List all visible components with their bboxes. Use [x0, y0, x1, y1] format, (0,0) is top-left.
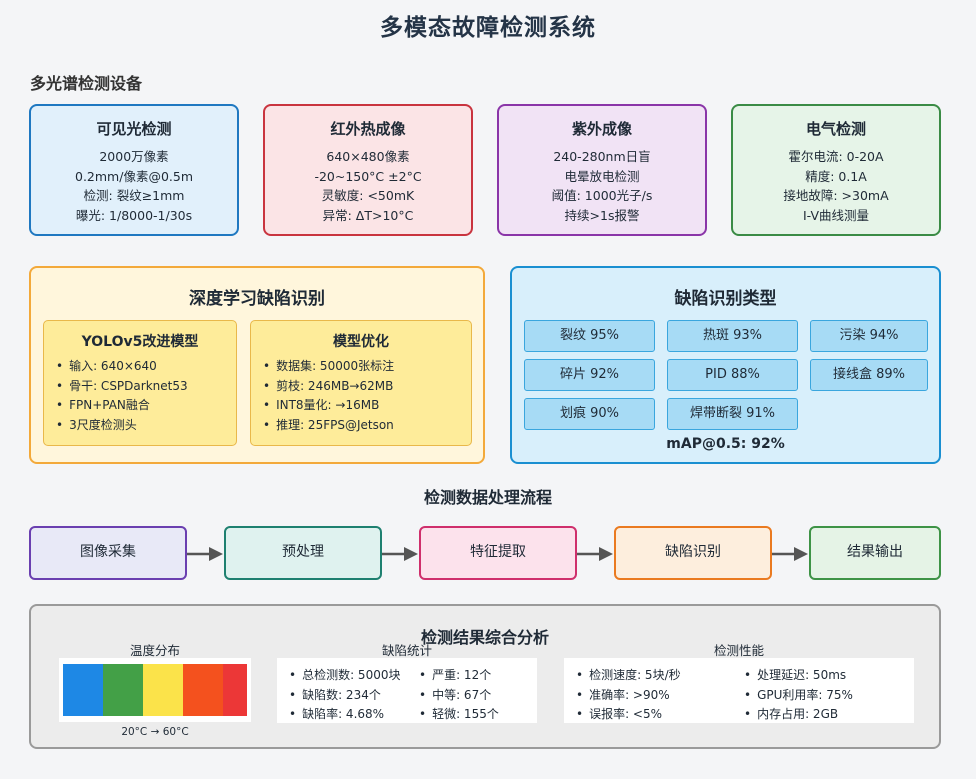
device-spec: I-V曲线测量 [802, 207, 870, 223]
model-item: FPN+PAN融合 [56, 396, 236, 416]
defect-stat: 总检测数: 5000块 [289, 666, 400, 686]
model-title: YOLOv5改进模型 [81, 334, 199, 350]
performance-box: 检测速度: 5块/秒 准确率: >90% 误报率: <5% 处理延迟: 50ms… [564, 658, 914, 723]
device-spec: 持续>1s报警 [564, 207, 640, 223]
defect-chip: 污染 94% [810, 320, 928, 352]
performance-stat: 检测速度: 5块/秒 [576, 666, 681, 686]
deep-learning-panel: 深度学习缺陷识别 YOLOv5改进模型 输入: 640×640 骨干: CSPD… [29, 266, 485, 464]
device-card-visible: 可见光检测 2000万像素 0.2mm/像素@0.5m 检测: 裂纹≥1mm 曝… [29, 104, 239, 236]
device-spec: 2000万像素 [99, 149, 169, 164]
device-title: 红外热成像 [330, 120, 406, 138]
device-spec: 检测: 裂纹≥1mm [83, 188, 185, 203]
temperature-segment [103, 664, 143, 716]
temperature-segment [183, 664, 223, 716]
performance-stat: GPU利用率: 75% [744, 686, 853, 706]
temperature-segment [63, 664, 103, 716]
defect-stats-title: 缺陷统计 [381, 643, 432, 658]
temperature-segment [223, 664, 247, 716]
device-title: 紫外成像 [571, 120, 632, 138]
device-spec: 异常: ΔT>10°C [322, 207, 414, 223]
model-card: YOLOv5改进模型 输入: 640×640 骨干: CSPDarknet53 … [43, 320, 237, 446]
defect-types-panel: 缺陷识别类型 裂纹 95% 热斑 93% 污染 94% 碎片 92% PID 8… [510, 266, 941, 464]
optimization-card: 模型优化 数据集: 50000张标注 剪枝: 246MB→62MB INT8量化… [250, 320, 472, 446]
defect-stat: 严重: 12个 [419, 666, 499, 686]
performance-stat: 误报率: <5% [576, 705, 681, 723]
defect-stat: 缺陷数: 234个 [289, 686, 400, 706]
optimization-item: 剪枝: 246MB→62MB [263, 377, 471, 397]
defect-stats-box: 总检测数: 5000块 缺陷数: 234个 缺陷率: 4.68% 严重: 12个… [277, 658, 537, 723]
flow-arrow-icon [187, 547, 223, 561]
defect-types-title: 缺陷识别类型 [674, 289, 777, 309]
device-title: 可见光检测 [96, 120, 172, 138]
analysis-title: 检测结果综合分析 [420, 628, 549, 647]
temperature-segment [143, 664, 183, 716]
optimization-item: INT8量化: →16MB [263, 396, 471, 416]
temperature-range: 20°C → 60°C [121, 726, 189, 738]
performance-stat: 准确率: >90% [576, 686, 681, 706]
flow-arrow-icon [772, 547, 808, 561]
flow-step-acquisition: 图像采集 [29, 526, 187, 580]
flow-step-feature: 特征提取 [419, 526, 577, 580]
device-spec: 接地故障: >30mA [783, 188, 889, 203]
model-item: 骨干: CSPDarknet53 [56, 377, 236, 397]
defect-stat: 轻微: 155个 [419, 705, 499, 723]
defect-chip: 划痕 90% [524, 398, 655, 430]
device-spec: 曝光: 1/8000-1/30s [75, 207, 193, 223]
device-spec: 精度: 0.1A [805, 168, 867, 184]
optimization-item: 推理: 25FPS@Jetson [263, 416, 471, 436]
performance-title: 检测性能 [713, 643, 764, 658]
optimization-item: 数据集: 50000张标注 [263, 357, 471, 377]
device-title: 电气检测 [805, 120, 866, 138]
device-spec: 电晕放电检测 [564, 168, 640, 184]
optimization-title: 模型优化 [333, 334, 389, 350]
device-spec: 阈值: 1000光子/s [551, 188, 653, 203]
flow-arrow-icon [577, 547, 613, 561]
device-card-ultraviolet: 紫外成像 240-280nm日盲 电晕放电检测 阈值: 1000光子/s 持续>… [497, 104, 707, 236]
device-card-infrared: 红外热成像 640×480像素 -20~150°C ±2°C 灵敏度: <50m… [263, 104, 473, 236]
defect-chip: 接线盒 89% [810, 359, 928, 391]
devices-section-title: 多光谱检测设备 [30, 74, 143, 93]
deep-learning-title: 深度学习缺陷识别 [189, 289, 325, 309]
defect-stat: 缺陷率: 4.68% [289, 705, 400, 723]
defect-stat: 中等: 67个 [419, 686, 499, 706]
flow-step-defect: 缺陷识别 [614, 526, 772, 580]
flow-step-output: 结果输出 [809, 526, 941, 580]
device-card-electrical: 电气检测 霍尔电流: 0-20A 精度: 0.1A 接地故障: >30mA I-… [731, 104, 941, 236]
defect-chip: PID 88% [667, 359, 798, 391]
device-spec: -20~150°C ±2°C [314, 168, 422, 184]
flow-arrow-icon [382, 547, 418, 561]
device-spec: 640×480像素 [326, 149, 410, 164]
performance-stat: 内存占用: 2GB [744, 705, 853, 723]
defect-chip: 焊带断裂 91% [667, 398, 798, 430]
performance-stat: 处理延迟: 50ms [744, 666, 853, 686]
device-spec: 灵敏度: <50mK [321, 188, 415, 203]
map-score: mAP@0.5: 92% [666, 436, 785, 452]
defect-chip: 裂纹 95% [524, 320, 655, 352]
defect-chip: 热斑 93% [667, 320, 798, 352]
model-item: 3尺度检测头 [56, 416, 236, 436]
temperature-title: 温度分布 [129, 643, 180, 658]
analysis-panel: 检测结果综合分析 温度分布 20°C → 60°C 缺陷统计 总检测数: 500… [29, 604, 941, 749]
device-spec: 240-280nm日盲 [553, 149, 651, 164]
device-spec: 0.2mm/像素@0.5m [75, 168, 193, 184]
device-spec: 霍尔电流: 0-20A [788, 149, 884, 164]
defect-chip: 碎片 92% [524, 359, 655, 391]
model-item: 输入: 640×640 [56, 357, 236, 377]
temperature-bar [59, 658, 251, 722]
page-title: 多模态故障检测系统 [380, 15, 596, 41]
flow-title: 检测数据处理流程 [423, 488, 552, 507]
flow-step-preprocess: 预处理 [224, 526, 382, 580]
